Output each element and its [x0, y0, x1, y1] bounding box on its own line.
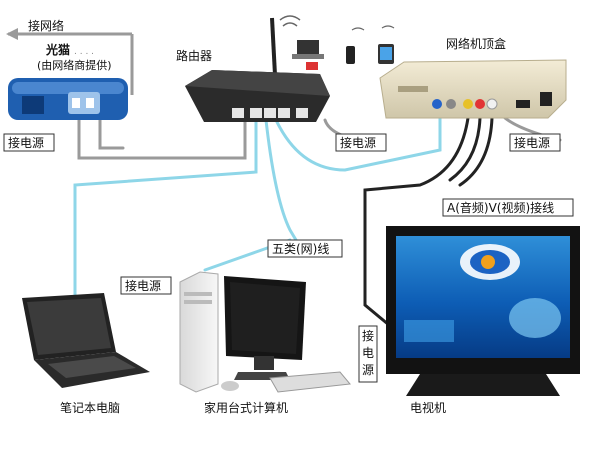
modem-title: 光猫 [45, 42, 70, 57]
router-label: 路由器 [176, 48, 212, 63]
tv-label: 电视机 [410, 400, 446, 415]
cat5-cable-label: 五类(网)线 [272, 242, 329, 256]
stb-power-box [509, 133, 561, 152]
tv-power-label-1: 接 [362, 328, 374, 343]
tv-power-box [358, 325, 378, 383]
modem-power-box [3, 133, 55, 152]
modem-icon [8, 78, 128, 120]
cat5-cable-box [267, 239, 343, 258]
television-icon [386, 226, 580, 396]
router-power-box [335, 133, 387, 152]
laptop-label: 笔记本电脑 [60, 400, 120, 415]
wifi-signal-icon [279, 15, 301, 27]
tv-power-label-2: 电 [362, 346, 374, 360]
stb-power-label: 接电源 [514, 135, 550, 150]
desktop-label: 家用台式计算机 [204, 400, 288, 415]
modem-power-label: 接电源 [8, 135, 44, 150]
router-icon [185, 17, 330, 122]
internet-arrow-icon [6, 28, 134, 95]
power-cables [77, 116, 562, 160]
tv-power-label-3: 源 [362, 363, 374, 377]
wireless-tablet-icon [378, 44, 394, 64]
av-cables [363, 116, 494, 332]
wireless-laptop-icon [292, 40, 324, 70]
stb-label: 网络机顶盒 [446, 36, 506, 51]
router-power-label: 接电源 [340, 135, 376, 150]
pc-power-label: 接电源 [125, 278, 161, 293]
wireless-phone-icon [346, 46, 355, 64]
av-cable-box [442, 198, 574, 217]
laptop-icon [22, 293, 150, 388]
set-top-box-icon [379, 59, 567, 119]
wifi-signal-icon-2 [351, 25, 395, 31]
desktop-computer-icon [179, 271, 351, 393]
modem-dots: . . . . [74, 47, 94, 57]
av-cable-label: A(音频)V(视频)接线 [447, 200, 554, 215]
modem-note: (由网络商提供) [37, 58, 112, 72]
pc-power-box [120, 276, 172, 295]
internet-label: 接网络 [28, 18, 64, 33]
